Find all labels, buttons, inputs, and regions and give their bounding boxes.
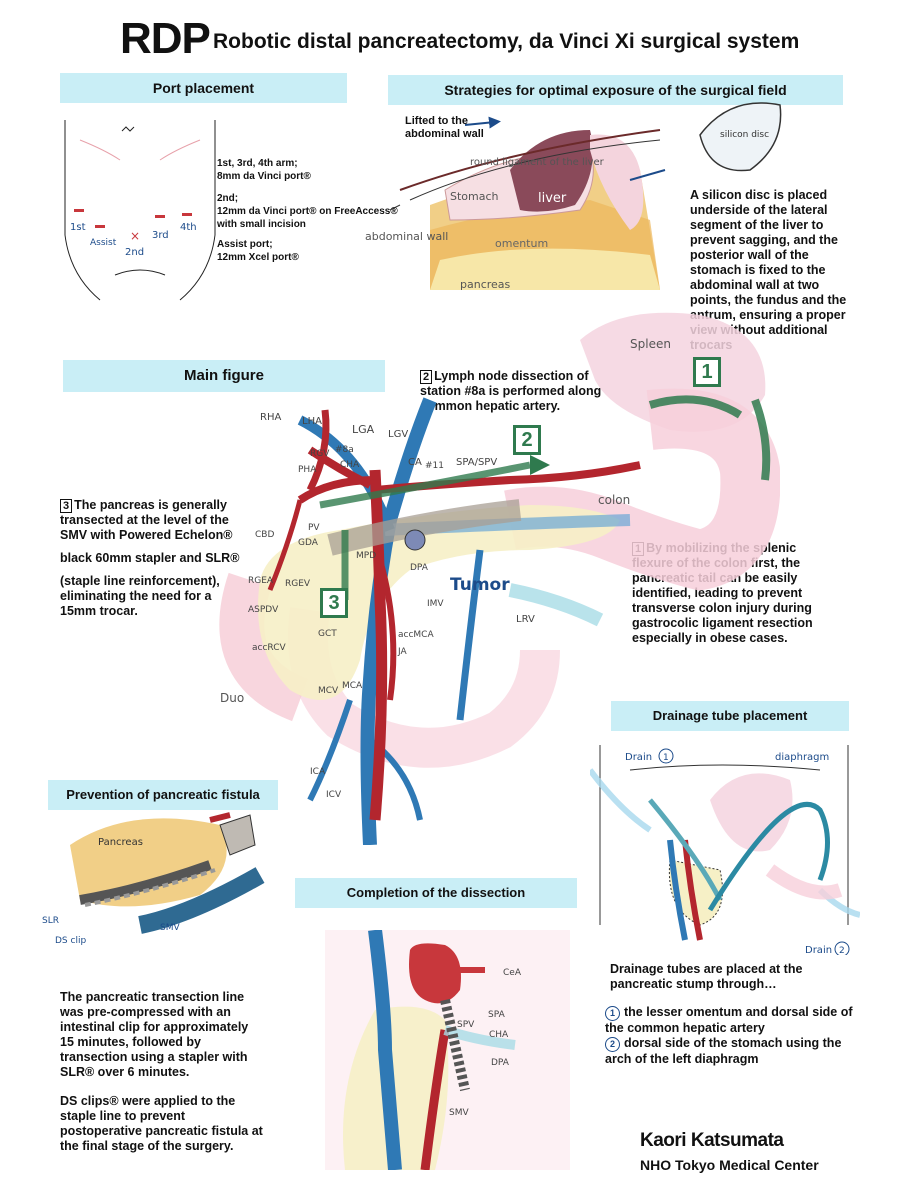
fistula-header: Prevention of pancreatic fistula: [48, 780, 278, 810]
drainage-header: Drainage tube placement: [611, 701, 849, 731]
vessel-rha: RHA: [260, 412, 281, 423]
fistula-figure: Pancreas SLR DS clip SMV: [42, 812, 265, 946]
organ-duo: Duo: [220, 691, 244, 705]
port-note-2: 2nd; 12mm da Vinci port® on FreeAccess® …: [217, 193, 398, 230]
vessel-ja: JA: [397, 647, 407, 657]
fistula-label-slr: SLR: [42, 916, 59, 926]
title-full: Robotic distal pancreatectomy, da Vinci …: [213, 30, 800, 53]
organ-colon: colon: [598, 493, 630, 507]
vessel-ca: CA: [408, 457, 422, 468]
vessel-gct: GCT: [318, 629, 337, 639]
step-marker-2: 2: [513, 425, 541, 455]
exposure-header: Strategies for optimal exposure of the s…: [388, 75, 843, 105]
organ-spleen: Spleen: [630, 337, 671, 351]
vessel-pha: PHA: [298, 465, 317, 475]
port-label-1st: 1st: [70, 222, 86, 233]
disc-label: silicon disc: [720, 130, 769, 140]
step-marker-3: 3: [320, 588, 348, 618]
vessel-mpd: MPD: [356, 551, 376, 561]
completion-label-spv: SPV: [457, 1020, 475, 1030]
drainage-intro: Drainage tubes are placed at the pancrea…: [610, 962, 803, 991]
vessel-11: #11: [425, 461, 444, 471]
vessel-cha: CHA: [340, 460, 360, 470]
svg-text:1: 1: [663, 753, 669, 763]
vessel-imv: IMV: [427, 599, 444, 609]
svg-text:2: 2: [839, 946, 845, 955]
port-placement-figure: × 1st Assist 2nd 3rd 4th: [64, 120, 216, 301]
vessel-cbd: CBD: [255, 530, 274, 540]
vessel-pv: PV: [308, 523, 320, 533]
port-placement-header: Port placement: [60, 73, 347, 103]
completion-label-dpa: DPA: [491, 1058, 510, 1068]
port-label-4th: 4th: [180, 222, 197, 233]
completion-label-spa: SPA: [488, 1010, 506, 1020]
fistula-para-2: DS clips® were applied to the staple lin…: [60, 1094, 263, 1153]
author-name: Kaori Katsumata: [640, 1130, 784, 1151]
completion-label-cha: CHA: [489, 1030, 509, 1040]
vessel-aspdv: ASPDV: [248, 605, 279, 615]
vessel-ica: ICA: [310, 767, 326, 777]
vessel-mcv: MCV: [318, 686, 339, 696]
drain-2-label: Drain: [805, 945, 832, 955]
vessel-rgev: RGEV: [285, 579, 311, 589]
vessel-gda: GDA: [298, 538, 319, 548]
completion-figure: CeA SPA SPV CHA DPA SMV: [325, 930, 570, 1170]
step-marker-1: 1: [693, 357, 721, 387]
label-stomach: Stomach: [450, 190, 499, 203]
vessel-lgv: LGV: [388, 429, 408, 440]
vessel-lha: LHA: [302, 416, 322, 427]
completion-label-smv: SMV: [449, 1108, 469, 1118]
exposure-figure: round ligament of the liver Stomach live…: [365, 116, 666, 291]
exposure-description: A silicon disc is placed underside of th…: [690, 188, 847, 352]
vessel-mca: MCA: [342, 681, 363, 691]
lifted-label: Lifted to the abdominal wall: [405, 115, 484, 140]
main-figure-diagram: RHA LHA LGA LGV RGV #8a CHA PHA CA #11 S…: [219, 312, 780, 845]
svg-text:×: ×: [130, 229, 140, 243]
author-affiliation: NHO Tokyo Medical Center: [640, 1157, 819, 1173]
vessel-icv: ICV: [326, 790, 342, 800]
label-omentum: omentum: [495, 237, 548, 250]
completion-header: Completion of the dissection: [295, 878, 577, 908]
label-liver: liver: [538, 191, 567, 206]
title-abbr: RDP: [120, 14, 211, 63]
fistula-label-smv: SMV: [160, 923, 180, 933]
silicon-disc-figure: silicon disc: [699, 102, 782, 172]
port-note-3: Assist port; 12mm Xcel port®: [217, 239, 299, 263]
label-abdominal-wall: abdominal wall: [365, 230, 448, 243]
drainage-figure: Drain 1 diaphragm Drain 2: [590, 745, 860, 955]
vessel-dpa: DPA: [410, 563, 429, 573]
port-note-1: 1st, 3rd, 4th arm; 8mm da Vinci port®: [217, 158, 311, 182]
main-figure-header: Main figure: [63, 360, 385, 392]
vessel-spa-spv: SPA/SPV: [456, 457, 497, 468]
fistula-label-dsclip: DS clip: [55, 936, 86, 946]
diaphragm-label: diaphragm: [775, 752, 829, 763]
label-round-ligament: round ligament of the liver: [470, 157, 605, 168]
vessel-rgea: RGEA: [248, 576, 274, 586]
fistula-label-pancreas: Pancreas: [98, 837, 143, 848]
vessel-lga: LGA: [352, 423, 375, 436]
vessel-accmca: accMCA: [398, 630, 434, 640]
drain-1-label: Drain: [625, 752, 652, 763]
vessel-rgv: RGV: [310, 449, 330, 459]
fistula-para-1: The pancreatic transection line was pre-…: [60, 990, 249, 1079]
port-label-assist: Assist: [90, 238, 117, 248]
port-label-2nd: 2nd: [125, 247, 144, 258]
completion-label-cea: CeA: [503, 968, 522, 978]
port-label-3rd: 3rd: [152, 230, 169, 241]
vessel-8a: #8a: [335, 445, 354, 455]
label-pancreas: pancreas: [460, 278, 511, 291]
tumor-label: Tumor: [450, 575, 510, 595]
vessel-lrv: LRV: [516, 614, 535, 625]
vessel-accrcv: accRCV: [252, 643, 287, 653]
